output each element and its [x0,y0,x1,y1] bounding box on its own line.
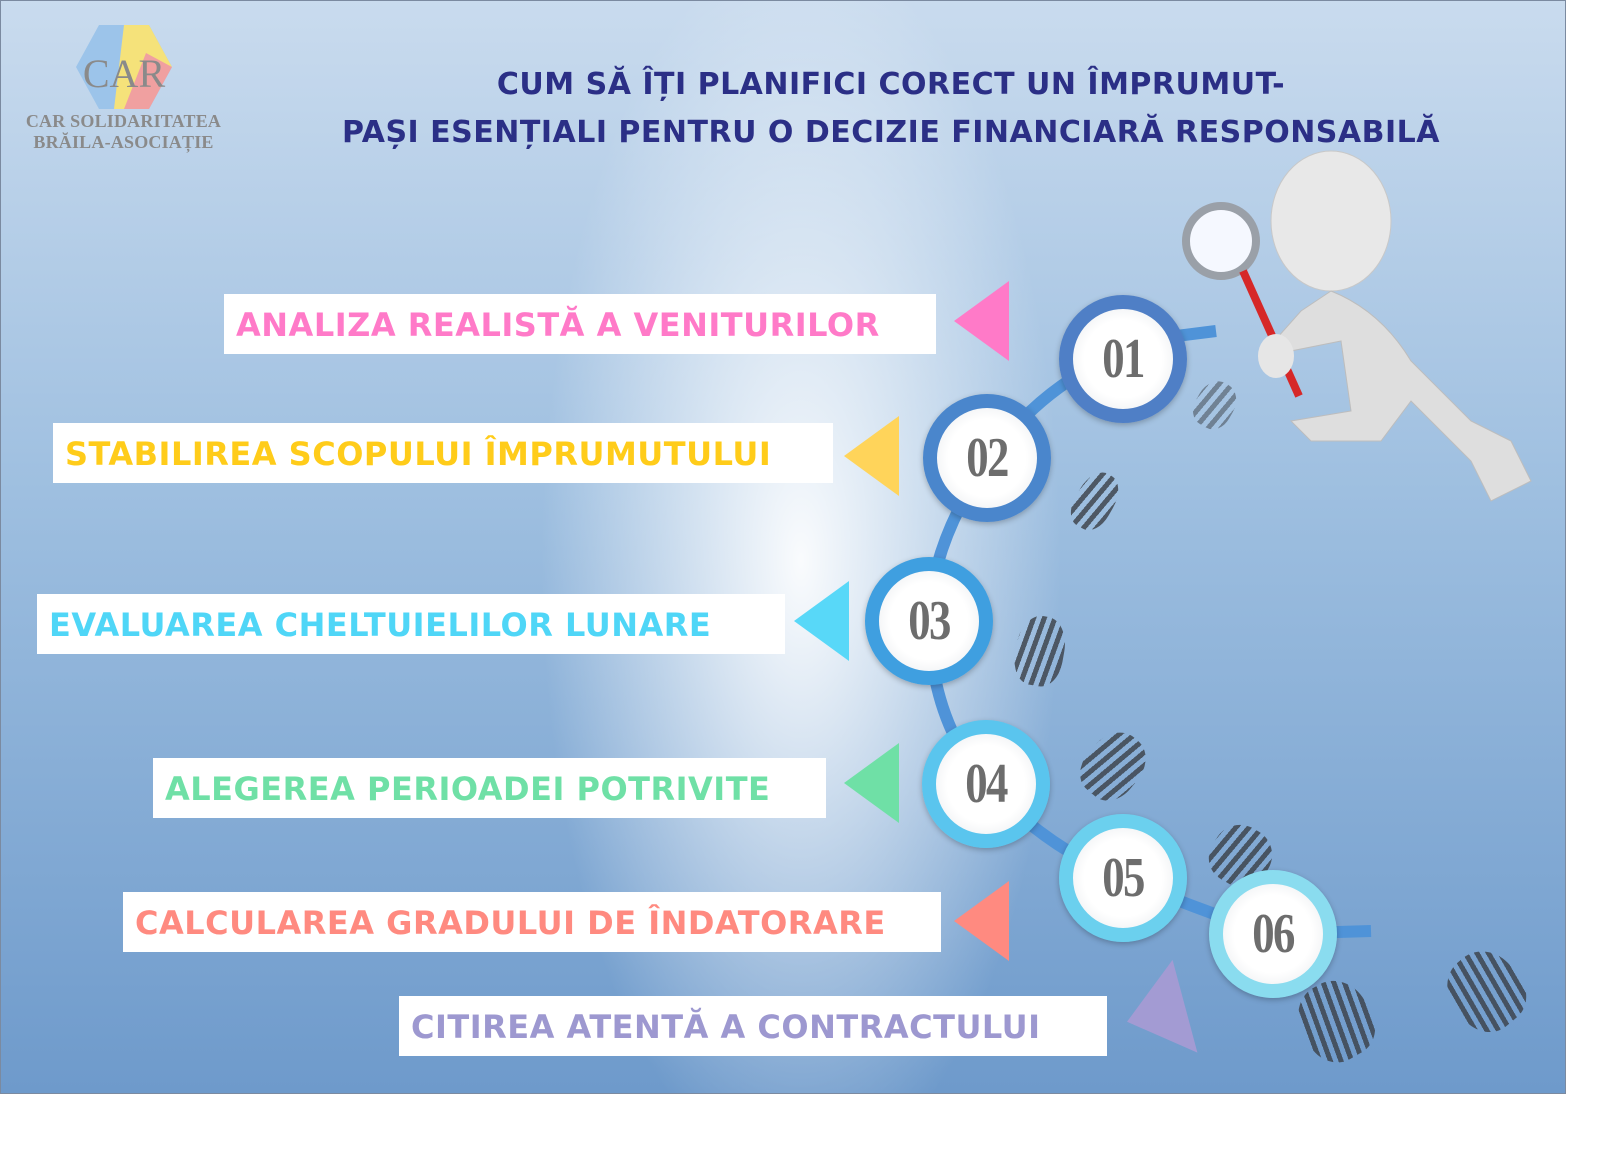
step-circle-06: 06 [1209,870,1337,998]
triangle-pointer-icon [844,743,899,823]
step-label-06: CITIREA ATENTĂ A CONTRACTULUI [399,996,1107,1056]
step-circle-03: 03 [865,557,993,685]
triangle-pointer-icon [954,881,1009,961]
title-line-1: CUM SĂ ÎȚI PLANIFICI CORECT UN ÎMPRUMUT- [496,67,1286,102]
logo-line-1: CAR SOLIDARITATEA [25,111,222,131]
svg-text:CAR: CAR [82,51,165,96]
figure-with-magnifier-icon [1182,150,1532,502]
logo: CAR CAR SOLIDARITATEA BRĂILA-ASOCIAȚIE [11,23,236,153]
infographic-panel: CAR CAR SOLIDARITATEA BRĂILA-ASOCIAȚIE C… [0,0,1566,1094]
logo-line-2: BRĂILA-ASOCIAȚIE [33,132,214,152]
step-circle-01: 01 [1059,295,1187,423]
step-circle-05: 05 [1059,814,1187,942]
logo-hexagon-icon: CAR [75,25,172,109]
step-circle-04: 04 [922,720,1050,848]
title-line-2: PAȘI ESENȚIALI PENTRU O DECIZIE FINANCIA… [342,115,1440,150]
triangle-pointer-icon [954,281,1009,361]
step-circle-02: 02 [923,394,1051,522]
triangle-pointer-icon [794,581,849,661]
step-label-02: STABILIREA SCOPULUI ÎMPRUMUTULUI [53,423,833,483]
step-label-04: ALEGEREA PERIOADEI POTRIVITE [153,758,826,818]
step-label-05: CALCULAREA GRADULUI DE ÎNDATORARE [123,892,941,952]
page-title: CUM SĂ ÎȚI PLANIFICI CORECT UN ÎMPRUMUT-… [261,61,1521,157]
step-label-03: EVALUAREA CHELTUIELILOR LUNARE [37,594,785,654]
triangle-pointer-icon [844,416,899,496]
step-label-01: ANALIZA REALISTĂ A VENITURILOR [224,294,936,354]
